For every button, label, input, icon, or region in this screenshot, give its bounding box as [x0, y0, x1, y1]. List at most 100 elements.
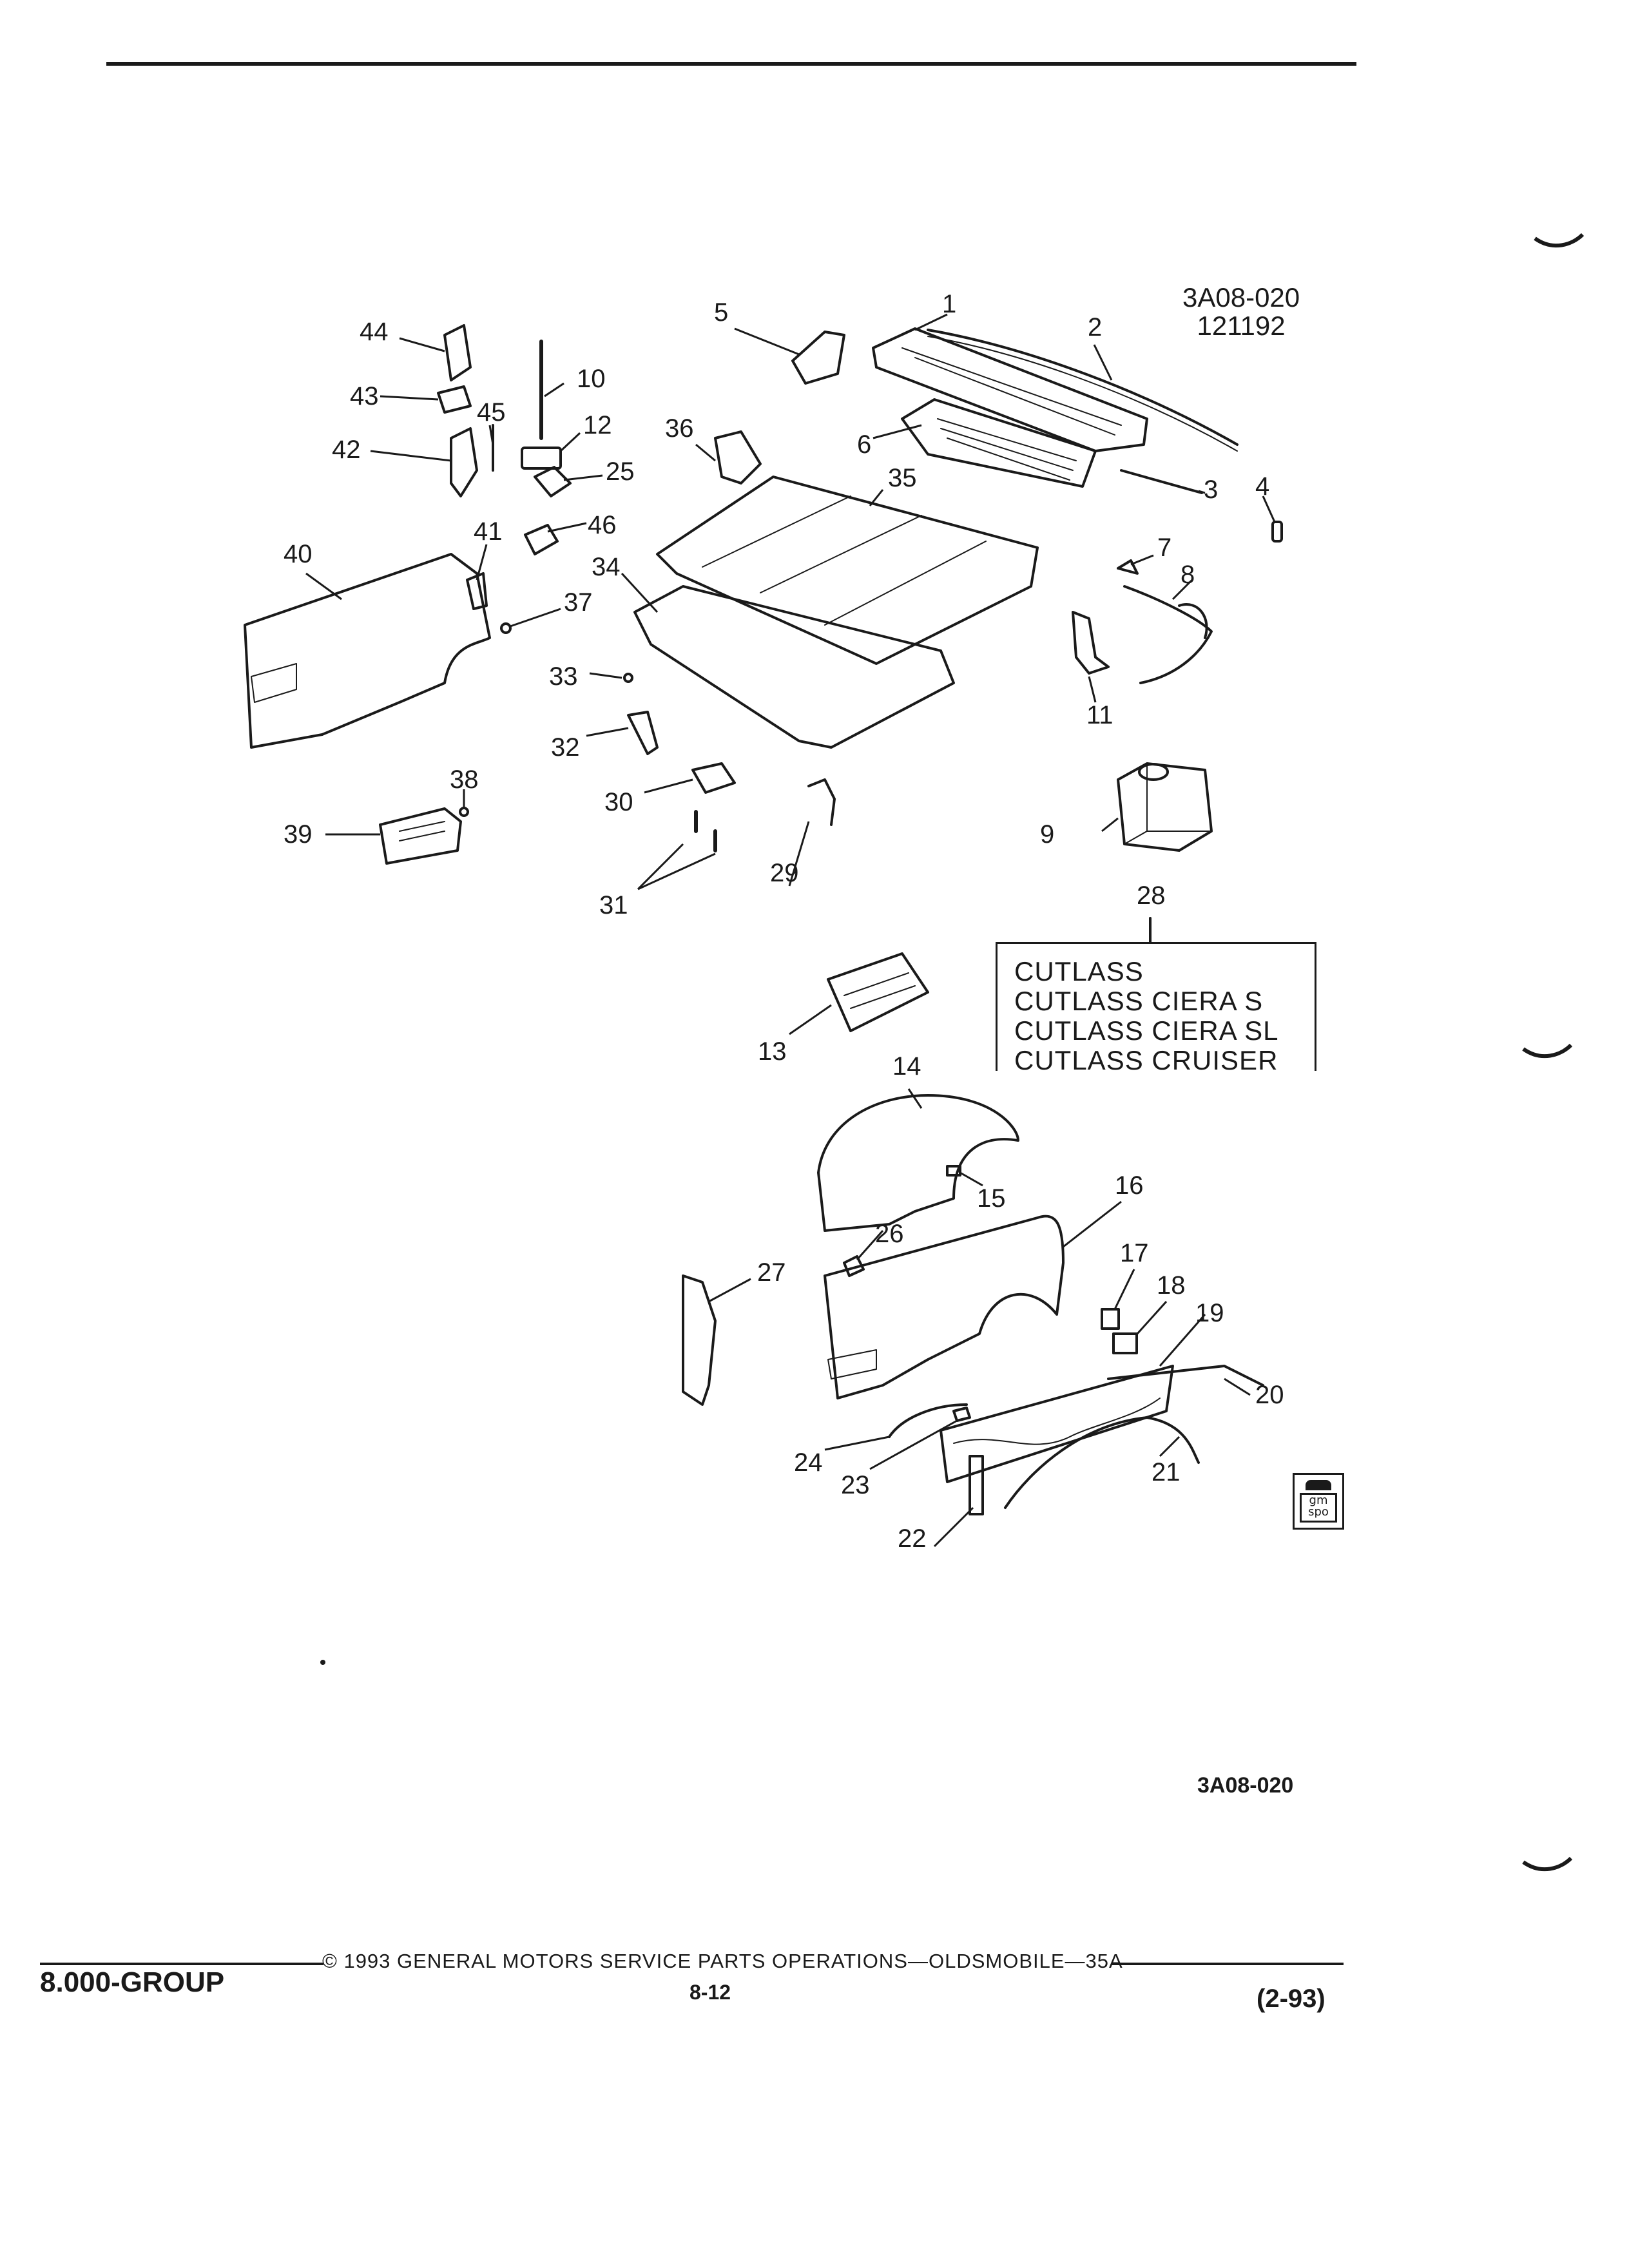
part-12-latch	[521, 447, 562, 470]
callout-15: 15	[977, 1184, 1006, 1213]
footer-group: 8.000-GROUP	[40, 1966, 225, 1998]
callout-3: 3	[1204, 476, 1219, 504]
part-26-nut	[843, 1255, 865, 1277]
model-applicability-box: CUTLASS CUTLASS CIERA S CUTLASS CIERA SL…	[996, 942, 1316, 1075]
callout-27: 27	[757, 1258, 786, 1287]
footer-copyright: © 1993 GENERAL MOTORS SERVICE PARTS OPER…	[322, 1950, 1123, 1972]
callout-9: 9	[1040, 820, 1055, 849]
binding-mark-middle	[1522, 1043, 1573, 1059]
part-8-cable	[1123, 585, 1213, 684]
callout-38: 38	[450, 765, 479, 794]
callout-44: 44	[360, 318, 389, 346]
part-7-clip	[1117, 559, 1139, 575]
part-1-cowl-panel	[872, 327, 1148, 452]
callout-5: 5	[714, 298, 729, 327]
callout-4: 4	[1255, 472, 1270, 501]
callout-41: 41	[474, 517, 503, 546]
part-19-molding	[940, 1365, 1174, 1483]
logo-top-shape	[1306, 1480, 1331, 1490]
part-24-molding-lower	[888, 1403, 968, 1438]
part-44-release-handle	[443, 324, 472, 381]
gm-spo-logo: gm spo	[1293, 1473, 1344, 1530]
part-27-extension	[682, 1274, 717, 1406]
part-11-bracket	[1072, 611, 1110, 675]
part-36-hood-hinge	[714, 430, 762, 485]
callout-8: 8	[1181, 561, 1195, 589]
part-6-grille-panel	[901, 398, 1097, 488]
callout-22: 22	[898, 1524, 927, 1553]
callout-35: 35	[888, 464, 917, 492]
callout-33: 33	[549, 662, 578, 691]
figure-id: 3A08-020	[1182, 282, 1300, 312]
model-line: CUTLASS	[1014, 956, 1144, 986]
callout-7: 7	[1157, 533, 1172, 562]
callout-39: 39	[284, 820, 313, 849]
callout-11: 11	[1086, 701, 1113, 729]
part-16-front-fender	[824, 1215, 1065, 1399]
callout-34: 34	[592, 553, 621, 581]
callout-17: 17	[1120, 1239, 1149, 1267]
callout-29: 29	[770, 859, 799, 887]
part-42-latch-support	[450, 427, 478, 497]
part-39-bracket	[379, 807, 462, 865]
callout-25: 25	[606, 457, 635, 486]
binding-mark-top	[1534, 233, 1585, 248]
callout-19: 19	[1195, 1299, 1224, 1327]
figure-code-bottom: 3A08-020	[1197, 1773, 1294, 1798]
leader-lines	[305, 313, 1276, 1548]
part-25-bracket	[534, 466, 572, 497]
part-43-lock	[437, 385, 472, 414]
callout-12: 12	[583, 411, 612, 439]
part-13-bracket	[827, 952, 929, 1032]
part-2-seal-strip	[927, 329, 1239, 446]
footer-page-number: 8-12	[689, 1981, 731, 2004]
stray-dot	[320, 1660, 325, 1665]
footer-copyright-rule	[1112, 1963, 1344, 1965]
callout-26: 26	[875, 1220, 904, 1248]
binding-mark-bottom	[1522, 1856, 1573, 1872]
callout-28: 28	[1137, 881, 1166, 910]
callout-23: 23	[841, 1471, 870, 1499]
part-38-nut	[459, 807, 469, 817]
callout-32: 32	[551, 733, 580, 762]
part-22-molding-end	[969, 1455, 984, 1515]
figure-date-code: 121192	[1197, 311, 1286, 341]
top-rule	[106, 62, 1356, 66]
part-29-hook	[807, 778, 836, 826]
callout-2: 2	[1088, 313, 1103, 341]
callout-18: 18	[1157, 1271, 1186, 1300]
callout-45: 45	[477, 398, 506, 427]
part-3-rod	[1120, 469, 1203, 494]
part-35-hood	[656, 476, 1039, 665]
callout-36: 36	[665, 414, 694, 443]
callout-46: 46	[588, 511, 617, 539]
callout-1: 1	[942, 290, 957, 318]
part-1-cowl-detail	[901, 347, 1122, 436]
part-30-hood-latch	[691, 762, 736, 794]
part-23-clip	[952, 1407, 971, 1422]
callout-24: 24	[794, 1448, 823, 1477]
figure-id-block: 3A08-020 121192	[1182, 282, 1300, 341]
callout-37: 37	[564, 588, 593, 617]
callout-6: 6	[857, 430, 872, 459]
part-20-strip	[1107, 1365, 1264, 1387]
callout-21: 21	[1152, 1458, 1181, 1486]
model-line: CUTLASS CIERA S	[1014, 986, 1264, 1016]
callout-43: 43	[350, 382, 379, 410]
part-18-nameplate	[1112, 1332, 1138, 1354]
part-32-bracket	[627, 711, 659, 755]
part-4-clip	[1271, 521, 1283, 543]
callout-42: 42	[332, 436, 361, 464]
callout-31: 31	[599, 891, 628, 919]
model-line: CUTLASS CIERA SL	[1014, 1015, 1279, 1046]
part-40-left-fender	[244, 553, 491, 749]
callout-40: 40	[284, 540, 313, 568]
model-line: CUTLASS CRUISER	[1014, 1045, 1278, 1075]
logo-text: gm spo	[1300, 1493, 1337, 1523]
part-37-bumper	[500, 622, 512, 634]
part-34-hood-insulator	[633, 585, 955, 749]
callout-14: 14	[892, 1052, 921, 1081]
callout-16: 16	[1115, 1171, 1144, 1200]
footer-date: (2-93)	[1257, 1984, 1325, 2013]
